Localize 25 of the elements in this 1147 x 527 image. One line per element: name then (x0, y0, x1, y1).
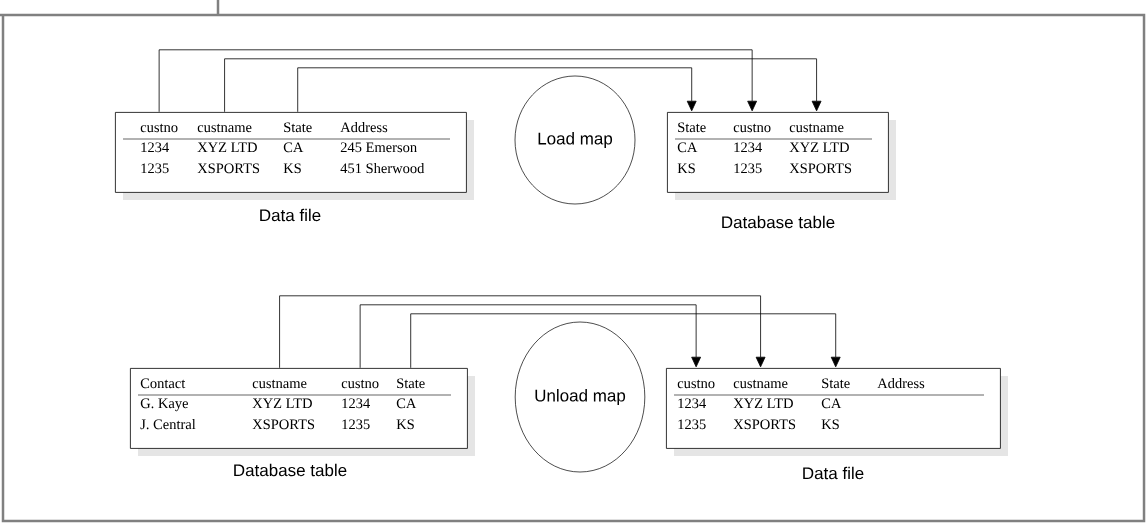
column-header: State (397, 378, 425, 389)
column-header: custno (733, 123, 771, 133)
connector-arrow (158, 49, 757, 113)
column-header: custno (341, 379, 379, 389)
table-caption: Data file (803, 466, 864, 480)
column-header: custname (252, 379, 307, 389)
column-header: State (678, 122, 706, 133)
column-header: custname (733, 379, 788, 389)
connector-arrow (279, 295, 766, 369)
connector-arrow (224, 58, 822, 113)
connector-arrow (297, 67, 697, 113)
column-header: custno (140, 123, 178, 133)
column-header: State (822, 378, 850, 389)
table-caption: Data file (260, 208, 321, 222)
column-header: custno (677, 379, 715, 389)
connector-arrow (410, 313, 841, 369)
column-header: Contact (140, 378, 186, 389)
table-caption: Database table (722, 215, 835, 229)
column-header: State (284, 122, 312, 133)
column-header: custname (789, 123, 844, 133)
column-header: Address (877, 377, 925, 389)
table-caption: Database table (234, 463, 347, 477)
column-header: Address (340, 121, 388, 133)
column-header: custname (197, 123, 252, 133)
connector-arrow (359, 304, 701, 369)
